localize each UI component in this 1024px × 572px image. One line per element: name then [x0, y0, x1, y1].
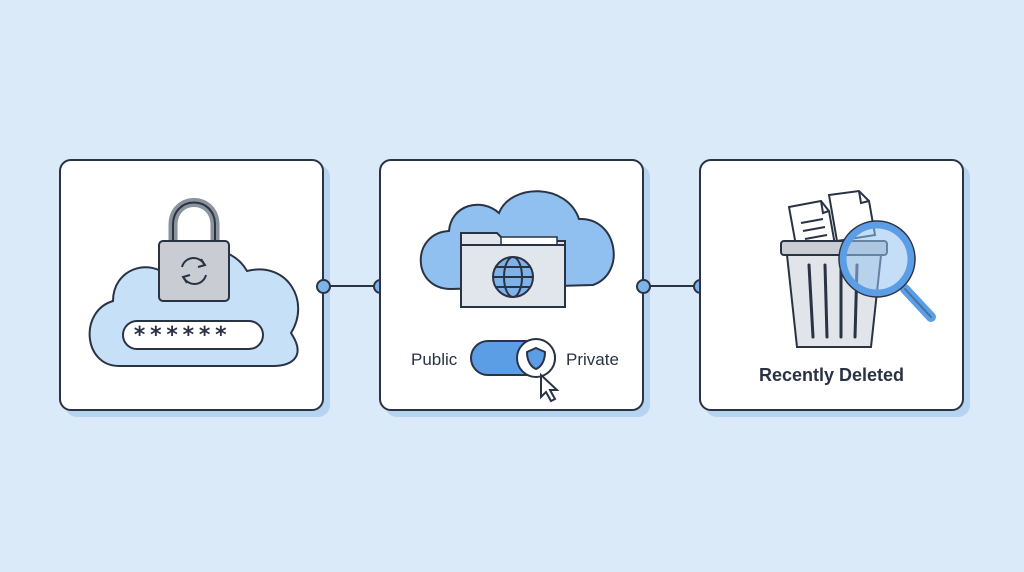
connector-dot — [316, 279, 331, 294]
connector-2-3 — [636, 276, 708, 296]
cursor-icon — [540, 372, 560, 403]
masked-password: ****** — [133, 323, 231, 348]
toggle-private-label: Private — [566, 350, 619, 369]
panel-password-art — [88, 198, 300, 367]
connector-1-2 — [316, 276, 388, 296]
connector-dot — [636, 279, 651, 294]
panel-privacy: Public Private — [379, 159, 644, 411]
recently-deleted-caption: Recently Deleted — [758, 365, 905, 385]
panel-deleted: Recently Deleted — [699, 159, 964, 411]
connector-line — [323, 285, 381, 287]
refresh-icon — [181, 257, 207, 285]
globe-icon — [492, 256, 534, 298]
panel-password: ****** — [59, 159, 324, 411]
connector-line — [643, 285, 701, 287]
shield-icon — [525, 346, 547, 371]
panel-deleted-art — [780, 189, 936, 348]
toggle-public-label: Public — [411, 350, 458, 369]
panel-privacy-art — [419, 190, 615, 403]
magnifier-icon — [838, 220, 936, 322]
password-field[interactable]: ****** — [133, 321, 253, 349]
password-field-outline — [122, 320, 264, 350]
privacy-toggle[interactable] — [471, 341, 555, 375]
padlock-icon — [158, 198, 230, 302]
